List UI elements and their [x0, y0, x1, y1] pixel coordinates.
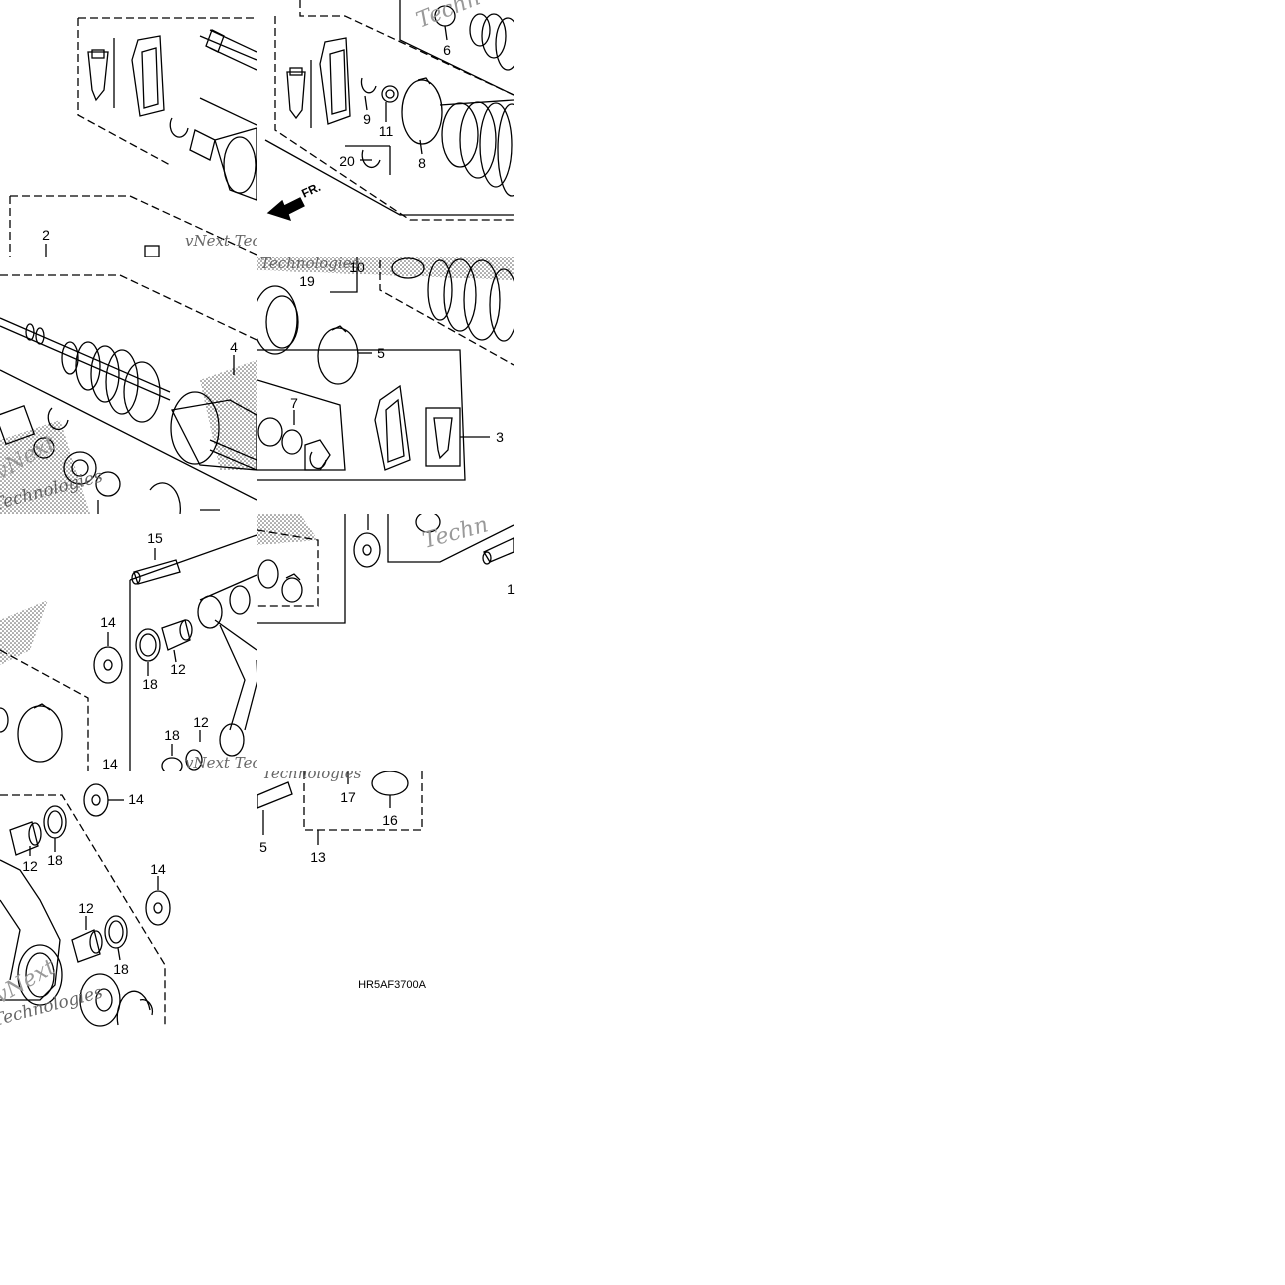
tile-top-right: Techn: [264, 0, 514, 222]
seal-icon: [104, 915, 128, 949]
boot-icon: [439, 99, 514, 197]
bushing-icon: [145, 890, 171, 926]
callout-12: 12: [170, 661, 186, 677]
watermark-text: Techn: [420, 512, 491, 553]
callout-5: 5: [377, 345, 385, 361]
front-direction-arrow-icon: [266, 197, 305, 222]
callout-14: 14: [150, 861, 166, 877]
callout-17: 17: [340, 789, 356, 805]
wheel-bearing-icon: [79, 973, 121, 1027]
callout-13: 13: [310, 849, 326, 865]
snap-ring-icon: [169, 117, 189, 138]
bushing-icon: [353, 532, 381, 568]
suspension-arm-icon: [197, 574, 257, 757]
seal-icon: [135, 628, 161, 662]
grease-pouch-icon: [131, 35, 165, 117]
callout-12: 12: [78, 900, 94, 916]
callout-14: 14: [100, 614, 116, 630]
callout-8: 8: [418, 155, 426, 171]
callout-15: 15: [147, 530, 163, 546]
boot-band-icon: [17, 705, 63, 763]
o-ring-icon: [371, 771, 409, 796]
watermark-text: Technologies: [260, 254, 360, 272]
tile-bottom-right: Techn: [257, 512, 514, 624]
bushing-icon: [93, 646, 123, 684]
callout-3: 3: [496, 429, 504, 445]
watermark-text: Techn: [413, 0, 484, 34]
boot-band-icon: [317, 327, 359, 385]
ring-icon: [33, 437, 55, 459]
grease-tube-icon: [425, 407, 461, 467]
callout-20: 20: [339, 153, 355, 169]
callout-14: 14: [102, 756, 118, 772]
watermark-text: vNext Tec: [185, 232, 261, 250]
callout-18: 18: [113, 961, 129, 977]
grease-tube-icon: [286, 60, 312, 128]
grease-pouch-icon: [319, 37, 351, 125]
boot-icon: [427, 258, 514, 342]
inner-joint-icon: [170, 391, 257, 471]
splined-shaft-icon: [199, 29, 257, 71]
boot-band-icon: [401, 79, 443, 145]
bearing-icon: [63, 451, 97, 485]
collar-icon: [9, 821, 42, 856]
callout-6: 6: [443, 42, 451, 58]
boot-icon: [469, 13, 514, 71]
watermark-text: Technologies: [262, 764, 362, 782]
pin-icon: [257, 781, 293, 809]
callout-12: 12: [22, 858, 38, 874]
collar-icon: [71, 929, 103, 963]
callout-4: 4: [230, 339, 238, 355]
callout-1: 1: [507, 581, 515, 597]
tile-top-left: vNext Tec: [9, 17, 261, 257]
tile-bottom-left: vNext Tec: [0, 534, 261, 772]
tile-lower-right: Technologies: [257, 764, 423, 845]
clamp-icon: [281, 577, 303, 603]
callout-18: 18: [47, 852, 63, 868]
callout-2: 2: [42, 227, 50, 243]
watermark-text: vNext Tec: [185, 754, 261, 772]
knuckle-icon: [0, 859, 63, 1006]
diagram-code: HR5AF3700A: [358, 979, 427, 991]
callout-18: 18: [142, 676, 158, 692]
callout-18: 18: [164, 727, 180, 743]
boot-icon: [61, 341, 161, 423]
callout-16: 16: [382, 812, 398, 828]
drive-shaft-icon: [0, 317, 171, 401]
callout-11: 11: [379, 123, 394, 139]
tile-mid-right: Technologies: [257, 254, 514, 481]
callout-12: 12: [193, 714, 209, 730]
outer-joint-icon: [189, 97, 257, 201]
callout-9: 9: [363, 111, 371, 127]
tile-mid-left: vNext Technologies: [0, 274, 257, 514]
clamp-icon: [281, 429, 303, 455]
callout-10: 10: [349, 259, 365, 275]
callout-5: 5: [259, 839, 267, 855]
grease-pouch-icon: [374, 384, 411, 471]
callout-19: 19: [299, 273, 315, 289]
pin-icon: [482, 537, 514, 565]
collar-icon: [161, 619, 193, 651]
callout-14: 14: [128, 791, 144, 807]
seal-icon: [43, 805, 67, 839]
pin-icon: [131, 559, 181, 585]
direction-label: FR.: [299, 180, 322, 201]
ring-icon: [381, 85, 399, 103]
bushing-icon: [83, 783, 109, 817]
boot-icon: [257, 285, 299, 355]
grease-tube-icon: [87, 38, 115, 108]
callout-7: 7: [290, 395, 298, 411]
snap-ring-icon: [360, 77, 377, 94]
